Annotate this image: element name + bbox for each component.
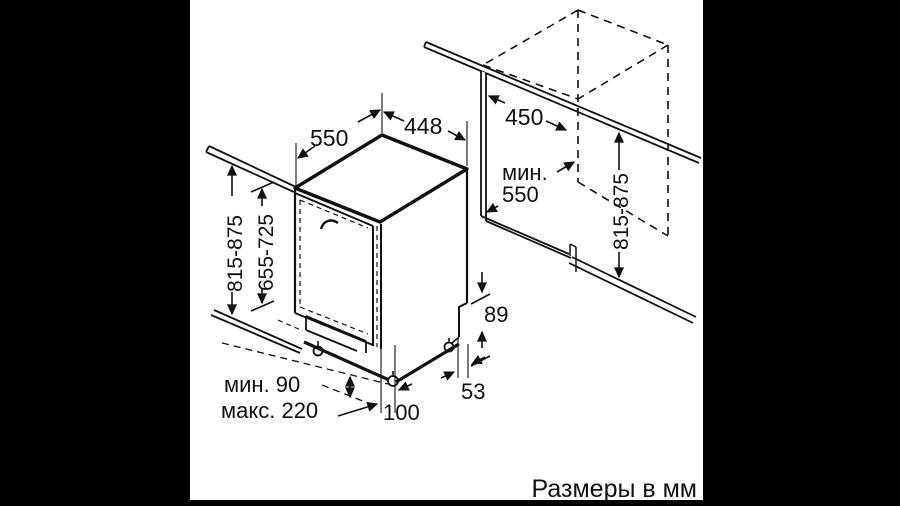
- niche-dashed-box: [482, 9, 669, 237]
- units-note: Размеры в мм: [532, 475, 697, 503]
- floor-edge-left: [210, 309, 303, 354]
- frame-bar-right: [703, 0, 900, 506]
- dim-top-width: [295, 93, 383, 186]
- dim-door-height: [250, 181, 275, 312]
- dim-niche-depth-min: [485, 161, 576, 213]
- dim-label-min: мин.: [502, 160, 548, 185]
- dishwasher-outline: [221, 133, 469, 408]
- dim-label-min-90: мин. 90: [224, 372, 300, 397]
- dim-label-815-875-right: 815-875: [610, 173, 633, 250]
- dim-label-450: 450: [505, 104, 543, 130]
- dishwasher-bottom-edges: [303, 340, 460, 384]
- dim-label-655-725: 655-725: [255, 214, 278, 291]
- dishwasher-top-face: [293, 133, 469, 224]
- dim-foot-inset: [337, 345, 413, 417]
- door-handle-recess: [319, 219, 339, 230]
- dim-label-53: 53: [461, 379, 485, 404]
- frame-bar-left: [0, 0, 190, 506]
- worktop-edge-right: [423, 41, 702, 164]
- dim-label-100: 100: [383, 400, 420, 425]
- dishwasher-body-edges: [293, 169, 469, 344]
- dim-top-depth: [382, 111, 468, 166]
- dim-rear-gap: [440, 338, 486, 381]
- dim-label-max-220: макс. 220: [221, 398, 318, 423]
- dishwasher-door: [294, 192, 382, 349]
- drawing-canvas: [190, 0, 703, 501]
- dim-label-89: 89: [484, 302, 508, 327]
- dim-niche-width: [487, 95, 568, 131]
- dim-label-815-875-left: 815-875: [224, 215, 247, 292]
- worktop-edge-left: [205, 145, 297, 193]
- dim-label-min550: 550: [502, 182, 539, 207]
- dishwasher-plinth: [277, 315, 367, 353]
- frame-bar-bottom: [0, 500, 900, 506]
- dim-label-448: 448: [404, 113, 442, 139]
- dim-label-550: 550: [310, 125, 348, 151]
- cabinet-side-panel: [480, 71, 697, 324]
- side-panel-plinth-step: [569, 243, 577, 272]
